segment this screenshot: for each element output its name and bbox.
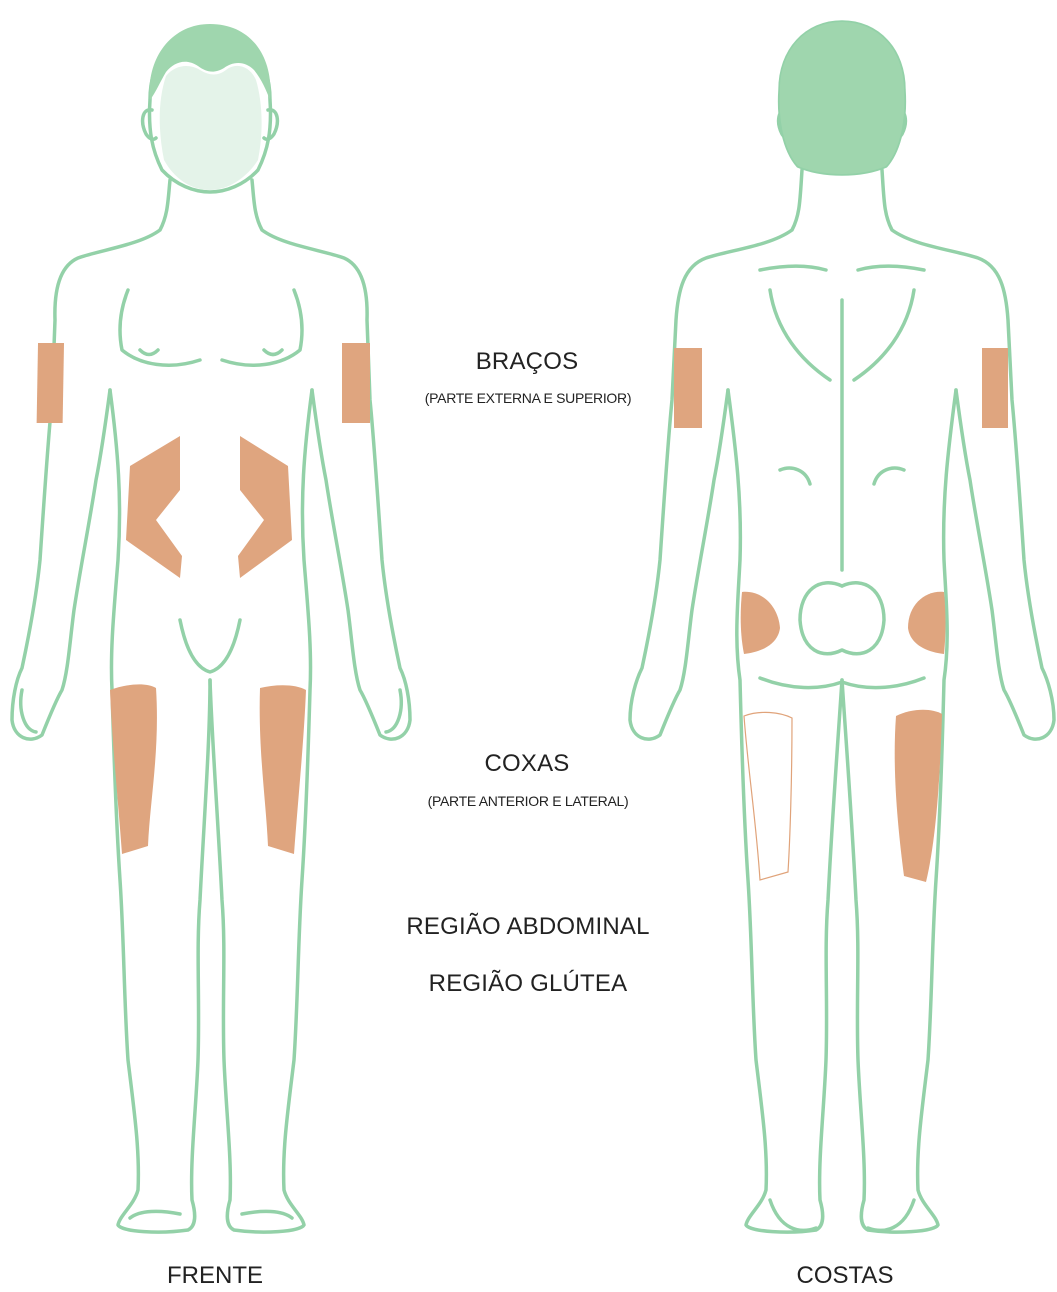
- back-right-thigh-zone: [895, 710, 942, 882]
- thighs-title: COXAS: [413, 750, 641, 778]
- front-left-arm-zone: [37, 343, 64, 423]
- front-right-arm-zone: [342, 343, 370, 423]
- back-caption: COSTAS: [770, 1262, 920, 1290]
- arms-title: BRAÇOS: [413, 348, 641, 376]
- front-abdomen-right-zone: [238, 436, 292, 578]
- back-right-gluteal-zone: [908, 592, 946, 654]
- front-head: [150, 24, 271, 190]
- thighs-detail: (PARTE ANTERIOR E LATERAL): [403, 793, 653, 809]
- back-right-arm-zone: [982, 348, 1008, 428]
- front-caption: FRENTE: [140, 1262, 290, 1290]
- back-body-figure: [630, 22, 1054, 1232]
- front-face: [160, 66, 262, 190]
- back-left-thigh-outline: [744, 712, 792, 880]
- gluteal-region-label: REGIÃO GLÚTEA: [398, 970, 658, 998]
- back-left-arm-zone: [674, 348, 702, 428]
- front-body-figure: [12, 40, 410, 1232]
- arms-detail: (PARTE EXTERNA E SUPERIOR): [403, 390, 653, 406]
- back-hair: [780, 22, 905, 174]
- front-abdomen-left-zone: [126, 436, 182, 578]
- abdominal-region-label: REGIÃO ABDOMINAL: [383, 913, 673, 941]
- front-injection-zones: [37, 343, 370, 854]
- back-left-gluteal-zone: [741, 592, 780, 654]
- front-right-thigh-zone: [260, 685, 306, 854]
